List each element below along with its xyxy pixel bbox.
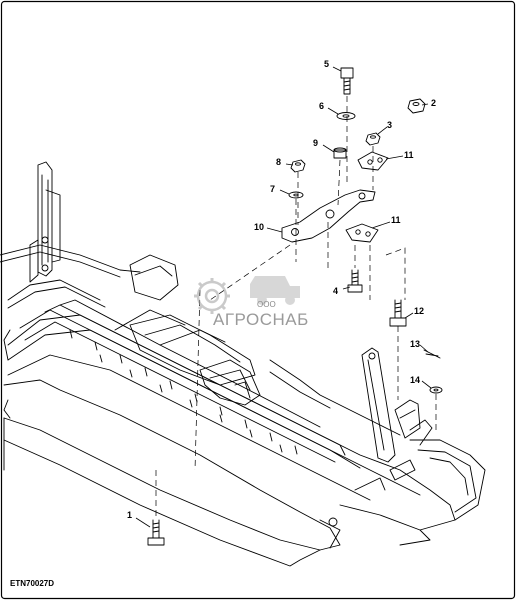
callout-10: 10 xyxy=(254,222,265,232)
watermark-logo xyxy=(190,266,340,336)
callout-1: 1 xyxy=(127,510,133,520)
assembly-centerlines xyxy=(155,96,437,518)
callout-7: 7 xyxy=(270,184,276,194)
callout-4: 4 xyxy=(333,286,339,296)
watermark-brand-text: АГРОСНАБ xyxy=(213,310,309,329)
callout-9: 9 xyxy=(313,138,319,148)
callout-14: 14 xyxy=(410,375,421,385)
mounting-bracket-assembly xyxy=(147,67,443,546)
callout-leaders xyxy=(135,66,432,528)
callout-5: 5 xyxy=(324,59,330,69)
callout-8: 8 xyxy=(276,157,282,167)
callout-6: 6 xyxy=(319,101,325,111)
callout-11-upper: 11 xyxy=(404,150,414,160)
callout-12: 12 xyxy=(414,306,425,316)
callout-2: 2 xyxy=(431,98,437,108)
figure-id-label: ETN70027D xyxy=(10,579,55,588)
watermark-small-text: ООО xyxy=(257,300,276,309)
mower-deck xyxy=(0,161,456,567)
callout-11-lower: 11 xyxy=(391,215,401,225)
right-lift-arm xyxy=(319,347,486,549)
watermark-gear-icon xyxy=(194,276,300,314)
callout-13: 13 xyxy=(410,339,421,349)
callout-3: 3 xyxy=(387,120,393,130)
